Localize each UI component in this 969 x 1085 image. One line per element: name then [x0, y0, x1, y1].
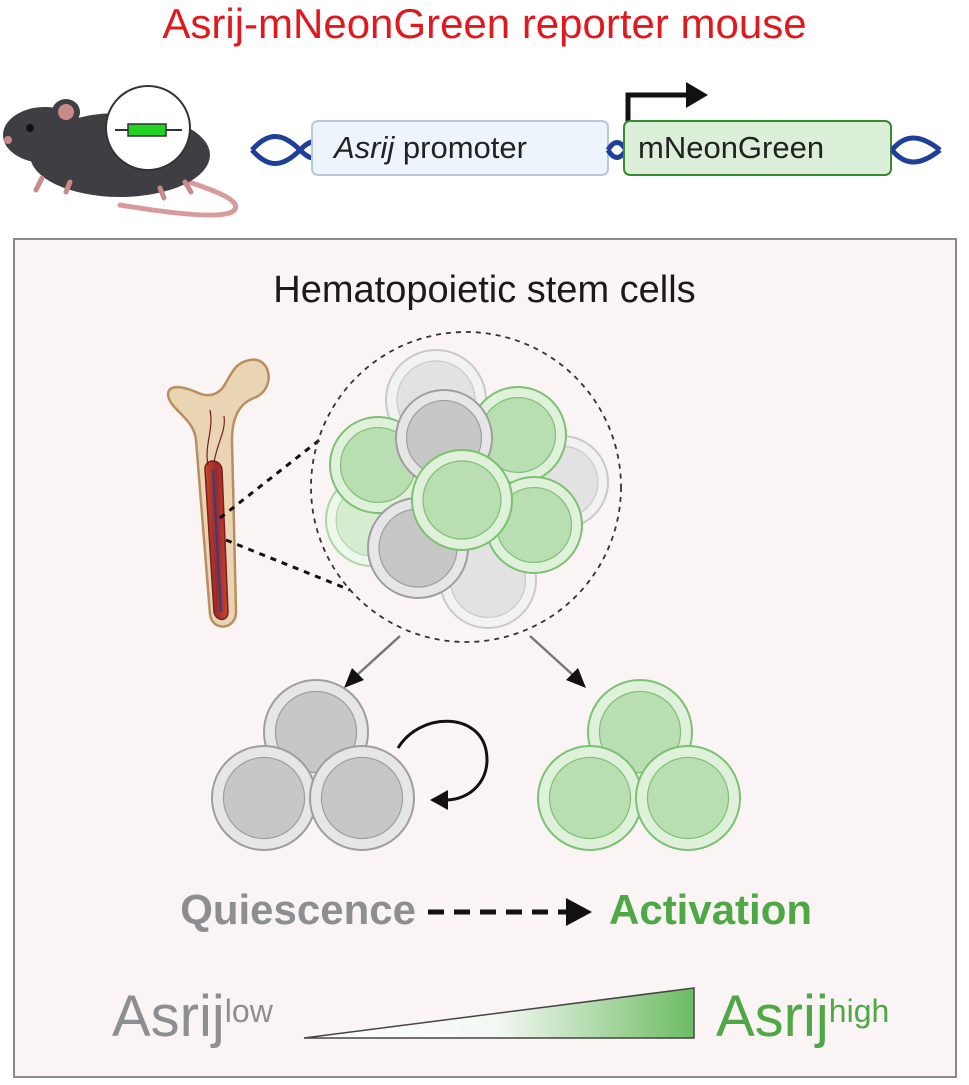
transition-arrow-head-icon: [566, 898, 592, 926]
activated-cells: [537, 679, 741, 851]
figure-title: Asrij-mNeonGreen reporter mouse: [162, 0, 807, 47]
quiescence-label: Quiescence: [180, 886, 416, 933]
arrow-head-left-icon: [344, 668, 364, 688]
transcription-start-arrow-icon: [625, 82, 708, 124]
activation-label: Activation: [609, 886, 813, 933]
reporter-label: mNeonGreen: [638, 130, 825, 165]
arrow-head-right-icon: [566, 668, 586, 688]
zoom-circle: [310, 331, 622, 643]
green-cell: [411, 449, 513, 551]
panel-title: Hematopoietic stem cells: [273, 269, 696, 311]
asrij-low-label: Asrijlow: [112, 984, 273, 1049]
promoter-label: Asrij promoter: [334, 130, 527, 165]
dna-strand-right-icon: [890, 135, 942, 165]
asrij-high-label: Asrijhigh: [716, 984, 890, 1049]
activated-cell: [537, 745, 643, 851]
quiescent-cell: [309, 745, 415, 851]
zoom-lines: [219, 436, 351, 592]
expression-gradient-wedge: [303, 987, 695, 1039]
quiescent-cell: [211, 745, 317, 851]
self-renewal-arrow-icon: [396, 719, 489, 810]
activated-cell: [635, 745, 741, 851]
differentiation-arrows: [344, 635, 586, 688]
construct-illustration: [3, 82, 942, 218]
quiescent-cells: [211, 679, 415, 851]
mouse-icon: [3, 85, 239, 218]
hsc-cluster: [325, 349, 609, 629]
hsc-panel: [13, 238, 957, 1078]
transition-arrow: [428, 898, 592, 926]
femur-bone-icon: [166, 358, 270, 628]
